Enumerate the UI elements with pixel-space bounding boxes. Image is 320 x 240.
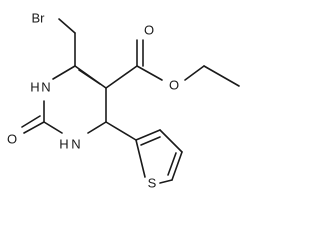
bond-ethyl-ch2-ch3 [203,65,240,87]
bond-c4-thienyl [105,121,137,141]
chemical-structure-diagram: Br O O H N O H N S [7,10,240,190]
bond-c5-c6-double [78,69,101,85]
bond-c6-n1 [52,65,76,80]
atom-h-n3-label: H [59,136,68,151]
bond-o-ethyl-ch2 [184,65,205,81]
atom-n3-label: N [71,136,80,151]
atom-o-ether-label: O [169,77,179,92]
atom-h-n1-label: H [30,79,39,94]
atom-labels: Br O O H N O H N S [7,10,179,190]
atom-br-label: Br [32,10,46,25]
bond-c2-o [23,121,45,134]
bond-c5-cester [105,65,138,89]
bond-thienyl-c4-c5-double [167,152,177,176]
bond-thienyl-c2-c3 [135,129,161,141]
bonds [21,18,240,184]
bond-cester-o-ether [136,65,163,81]
bond-thienyl-s-c2 [135,139,146,178]
atom-n1-label: N [41,79,50,94]
bond-thienyl-c2-c3-double [140,136,161,146]
bond-thienyl-c4-c5 [171,151,183,181]
bond-c2-n3 [43,121,63,134]
atom-s-label: S [148,175,157,190]
bond-thienyl-c3-c4 [159,129,183,153]
bond-c2-o-double [21,115,41,128]
atom-o-carbonyl-ester-label: O [144,22,154,37]
bond-br-ch2 [58,18,76,34]
atom-o-urea-label: O [7,131,17,146]
bond-n3-c4 [87,121,107,134]
bond-thienyl-c5-s [159,179,173,184]
